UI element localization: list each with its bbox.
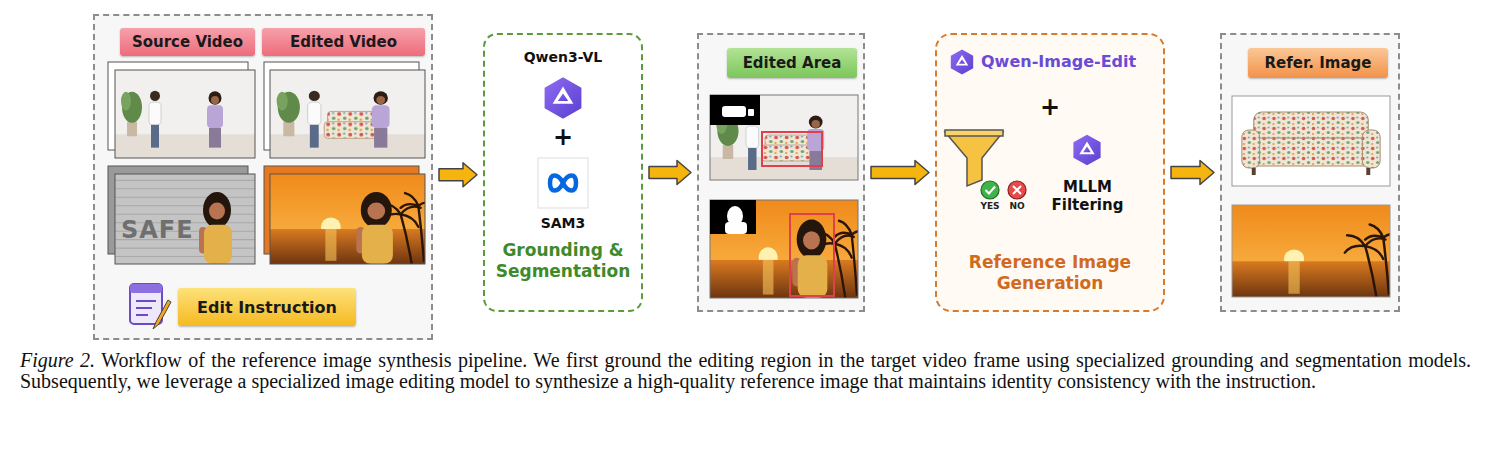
text-slot: Qwen3-VL: [483, 48, 643, 66]
tag-text: Edited Video: [290, 33, 397, 51]
text-slot: SAM3: [483, 214, 643, 232]
tag-text: Refer. Image: [1265, 54, 1372, 72]
dashed-panel: Source Video Edited VideoEdit Instruction: [93, 14, 433, 340]
text-slot: Qwen-Image-Edit: [981, 51, 1161, 73]
panel-text: Grounding & Segmentation: [488, 240, 638, 282]
text-slot: MLLM Filtering: [1040, 178, 1135, 214]
flow-arrow: [439, 163, 477, 187]
text-slot: Grounding & Segmentation: [488, 240, 638, 282]
text-slot: Reference Image Generation: [945, 252, 1155, 294]
dashed-panel: Edited Area: [697, 33, 865, 312]
panel-text: Qwen3-VL: [483, 48, 643, 66]
text-slot: +: [1035, 92, 1065, 122]
decision-label: YES: [975, 201, 1005, 211]
instruction-icon: [130, 284, 171, 329]
dashed-panel: Qwen3-VL + SAM3Grounding & Segmentation: [483, 33, 643, 312]
label-tag: Source Video: [120, 28, 255, 56]
dashed-panel: Qwen-Image-Edit + MLLM FilteringReference …: [935, 33, 1165, 312]
generation-icons: [945, 49, 1101, 199]
caption-lead: Figure 2.: [20, 349, 95, 371]
watermark-text: SAFE: [121, 217, 201, 245]
reference-images: [1232, 96, 1395, 297]
panel-text: +: [483, 122, 643, 152]
text-slot: SAFE: [121, 217, 201, 245]
panel-text: SAM3: [483, 214, 643, 232]
edited-area-images: [710, 95, 862, 298]
flow-arrow: [1171, 161, 1214, 185]
text-slot: NO: [1002, 201, 1032, 211]
label-tag: Edited Area: [727, 48, 857, 78]
label-tag: Edit Instruction: [178, 288, 356, 326]
tag-text: Edit Instruction: [197, 298, 337, 317]
label-tag: Edited Video: [262, 28, 425, 56]
video-frames: [108, 62, 429, 264]
panel-text: +: [1035, 92, 1065, 122]
panel-text: Qwen-Image-Edit: [981, 51, 1161, 73]
dashed-panel: Refer. Image: [1220, 33, 1400, 312]
label-tag: Refer. Image: [1248, 48, 1388, 78]
flow-arrow: [649, 161, 691, 185]
tag-text: Edited Area: [743, 54, 842, 72]
flow-arrow: [871, 161, 929, 185]
caption-body: Workflow of the reference image synthesi…: [20, 349, 1471, 392]
text-slot: +: [483, 122, 643, 152]
tag-text: Source Video: [132, 33, 243, 51]
panel-grounds: [93, 14, 1400, 340]
text-slot: YES: [975, 201, 1005, 211]
panel-text: Reference Image Generation: [945, 252, 1155, 294]
figure-caption: Figure 2. Workflow of the reference imag…: [20, 350, 1471, 392]
panel-text: MLLM Filtering: [1040, 178, 1135, 214]
decision-label: NO: [1002, 201, 1032, 211]
